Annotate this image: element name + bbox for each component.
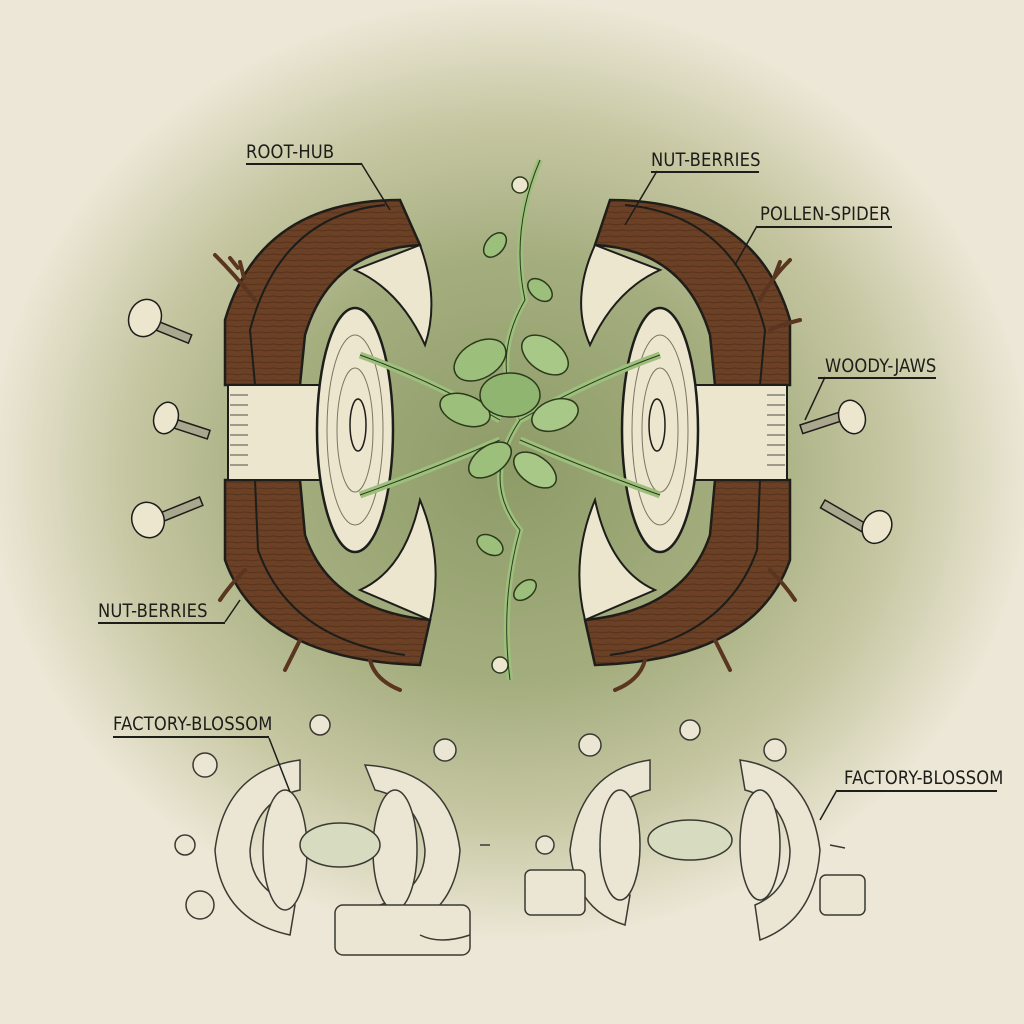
central-vine [358,158,662,681]
screw-icon [130,496,204,539]
label-root-hub: ROOT-HUB [246,141,335,163]
screw-icon [127,298,193,345]
screw-icon [819,498,893,545]
right-jaw [578,198,802,692]
leader-line [113,736,269,738]
left-jaw [213,198,437,692]
label-factory-blossom-right: FACTORY-BLOSSOM [844,767,1004,789]
leader-line [246,163,361,165]
leader-line [837,790,997,792]
label-woody-jaws: WOODY-JAWS [825,355,937,377]
leader-line [651,171,759,173]
leader-line [98,622,225,624]
label-nut-berries-left: NUT-BERRIES [98,600,208,622]
screws-right [799,399,893,545]
label-nut-berries-top: NUT-BERRIES [651,149,761,171]
label-factory-blossom-left: FACTORY-BLOSSOM [113,713,273,735]
screw-icon [152,401,211,440]
mini-assembly-right [524,719,866,942]
leader-line [818,377,936,379]
label-pollen-spider: POLLEN-SPIDER [760,203,891,225]
leader-line [757,226,892,228]
screws-left [127,298,211,539]
mini-assembly-left [174,714,490,956]
screw-icon [799,399,867,435]
